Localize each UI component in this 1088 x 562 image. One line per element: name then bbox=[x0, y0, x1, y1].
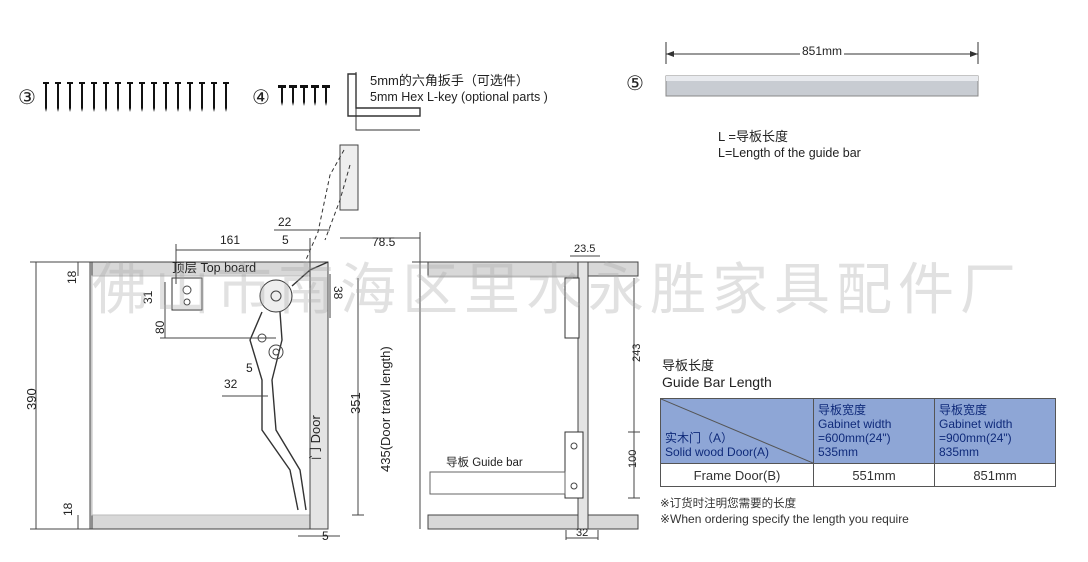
guide-bar-drawing bbox=[665, 42, 979, 97]
screw-long bbox=[199, 82, 205, 112]
note-en: ※When ordering specify the length you re… bbox=[660, 512, 909, 526]
dim-18-bottom: 18 bbox=[61, 502, 75, 516]
dim-5-bottom: 5 bbox=[322, 529, 329, 543]
screw-short bbox=[311, 85, 319, 106]
dim-351: 351 bbox=[348, 392, 363, 414]
door-travel-label: 435(Door travl length) bbox=[378, 346, 393, 472]
table-title-en: Guide Bar Length bbox=[662, 374, 772, 390]
corner-cn: 实木门（A） bbox=[665, 431, 734, 445]
guide-bar-l-en: L=Length of the guide bar bbox=[718, 146, 861, 160]
dim-18-top: 18 bbox=[65, 270, 79, 284]
frame-door-600: 551mm bbox=[813, 463, 935, 487]
dim-38: 38 bbox=[331, 286, 345, 300]
part-number-4: ④ bbox=[252, 87, 270, 109]
screw-short bbox=[300, 85, 308, 106]
dim-161: 161 bbox=[220, 233, 240, 247]
col-header-900: 导板宽度 Gabinet width =900mm(24") 835mm bbox=[934, 398, 1056, 464]
guide-bar-length-dim: 851mm bbox=[800, 44, 845, 59]
guide-bar-length-table: 实木门（A） Solid wood Door(A) 导板宽度 Gabinet w… bbox=[660, 398, 1056, 487]
screw-short bbox=[322, 85, 330, 106]
screw-long bbox=[127, 82, 133, 112]
screw-long bbox=[91, 82, 97, 112]
dim-5-top: 5 bbox=[282, 233, 289, 247]
guide-bar-side-label: 导板 Guide bar bbox=[446, 455, 523, 469]
dim-80: 80 bbox=[153, 320, 167, 334]
part-number-3: ③ bbox=[18, 87, 36, 109]
screw-long bbox=[103, 82, 109, 112]
dim-23: 23.5 bbox=[574, 243, 595, 255]
screw-long bbox=[211, 82, 217, 112]
dim-78: 78.5 bbox=[372, 235, 396, 249]
screw-long bbox=[223, 82, 229, 112]
dim-31: 31 bbox=[141, 290, 155, 304]
screw-long bbox=[115, 82, 121, 112]
dim-5-mid: 5 bbox=[246, 361, 253, 375]
screw-long bbox=[175, 82, 181, 112]
screw-long bbox=[79, 82, 85, 112]
guide-bar-l-cn: L =导板长度 bbox=[718, 129, 788, 144]
part-number-5: ⑤ bbox=[626, 73, 644, 95]
dim-243: 243 bbox=[631, 344, 643, 362]
note-cn: ※订货时注明您需要的长度 bbox=[660, 498, 797, 510]
dim-22: 22 bbox=[278, 215, 292, 229]
dim-32-side: 32 bbox=[576, 527, 588, 539]
screws-long-icon bbox=[43, 82, 229, 112]
dim-100: 100 bbox=[627, 450, 639, 468]
hex-key-cn: 5mm的六角扳手（可选件） bbox=[370, 73, 529, 88]
frame-door-900: 851mm bbox=[934, 463, 1056, 487]
frame-door-label: Frame Door(B) bbox=[660, 463, 814, 487]
hex-key-en: 5mm Hex L-key (optional parts ) bbox=[370, 90, 548, 104]
dim-32-front: 32 bbox=[224, 377, 238, 391]
screw-long bbox=[55, 82, 61, 112]
screw-long bbox=[151, 82, 157, 112]
screw-long bbox=[67, 82, 73, 112]
screw-long bbox=[187, 82, 193, 112]
table-corner-cell: 实木门（A） Solid wood Door(A) bbox=[660, 398, 814, 464]
col-header-600: 导板宽度 Gabinet width =600mm(24") 535mm bbox=[813, 398, 935, 464]
screw-long bbox=[43, 82, 49, 112]
screw-long bbox=[139, 82, 145, 112]
door-label: 门 Door bbox=[308, 415, 323, 460]
table-title-cn: 导板长度 bbox=[662, 358, 715, 373]
dim-390: 390 bbox=[24, 388, 39, 410]
screw-short bbox=[289, 85, 297, 106]
corner-en: Solid wood Door(A) bbox=[665, 445, 770, 459]
screw-short bbox=[278, 85, 286, 106]
top-board-label: 顶层 Top board bbox=[172, 261, 256, 275]
screw-long bbox=[163, 82, 169, 112]
screws-short-icon bbox=[278, 85, 330, 106]
